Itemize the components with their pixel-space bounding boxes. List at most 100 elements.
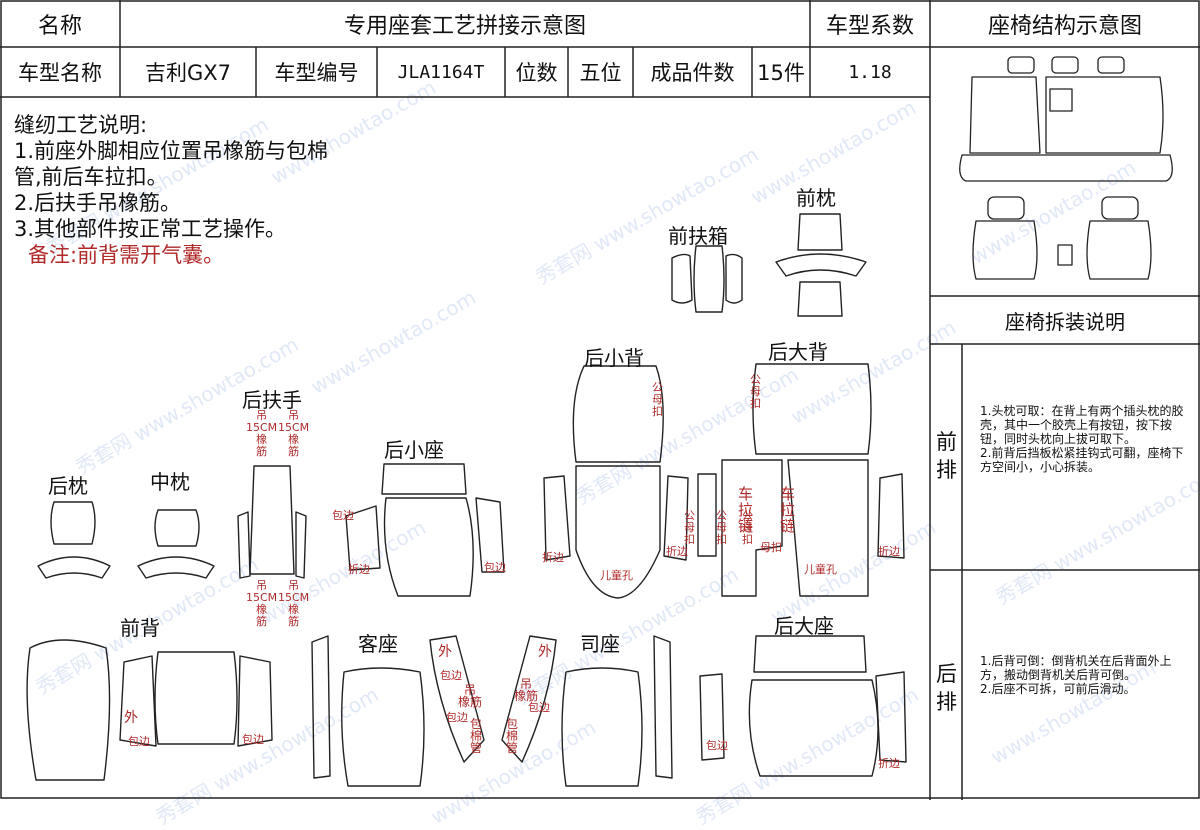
coef-label: 车型系数 [825,13,914,39]
label-front-armrest: 前扶箱 [668,224,728,248]
anno-wrap-edge-b: 包边 [484,561,506,574]
label-rear-small-seat: 后小座 [384,438,444,462]
anno-fold-edge-c: 折边 [666,545,688,558]
piece-rear-armrest-side-right [295,511,307,579]
diagram-label: 座椅结构示意图 [987,13,1142,39]
anno-zipper-a: 车 拉 链 [738,485,754,535]
piece-rear-pillow-base [37,556,111,579]
anno-child-hole-b: 儿童孔 [804,563,837,576]
piece-front-pillow-bottom [797,281,843,317]
piece-rear-big-seat-side-left [699,673,725,761]
piece-driver-seat-wing [653,635,673,779]
anno-wrap-edge-a: 包边 [332,509,354,522]
piece-front-armrest-right [725,253,743,304]
disassembly-label: 座椅拆装说明 [1005,309,1125,334]
notes-line-2: 管,前后车拉扣。 [14,165,168,189]
model-name-label: 车型名称 [18,61,102,85]
piece-rear-big-back-side-right [877,473,905,559]
rear-row-label: 后 排 [936,662,957,714]
anno-cotton-tube-2: 包 棉 管 [506,717,519,755]
piece-rear-small-back [572,365,664,463]
piece-rear-big-back-side-left [697,473,717,557]
anno-cotton-tube: 包 棉 管 [470,717,483,755]
piece-rear-big-seat-side-right [875,671,907,763]
anno-fold-edge-a: 折边 [348,563,370,576]
piece-rear-small-seat [383,497,474,597]
anno-hang-elastic-3: 吊 15CM 橡 筋 [246,579,278,628]
label-passenger-seat: 客座 [358,632,398,656]
anno-hang-elastic-1: 吊 15CM 橡 筋 [246,409,278,458]
anno-child-hole-a: 儿童孔 [600,569,633,582]
piece-driver-seat [561,667,643,787]
label-driver-seat: 司座 [580,632,620,656]
piece-rear-armrest-side-left [237,511,251,579]
label-front-back: 前背 [120,616,160,640]
anno-wrap-edge-g: 包边 [528,701,550,714]
piece-rear-big-seat-top [753,635,867,673]
piece-rear-small-seat-top [381,463,467,495]
anno-fold-edge-b: 折边 [542,551,564,564]
piece-rear-big-back [752,363,872,455]
piece-rear-big-seat [748,679,879,777]
anno-hang-rubber-2: 吊 橡筋 [514,677,539,703]
anno-fold-edge-e: 折边 [878,757,900,770]
coef-value: 1.18 [848,61,892,83]
anno-snap-d: 公 母 扣 [716,509,727,546]
piece-rear-armrest [249,465,295,575]
front-row-instructions: 1.头枕可取：在背上有两个插头枕的胶壳，其中一个胶壳上有按钮，按下按钮，同时头枕… [980,404,1184,474]
model-no-label: 车型编号 [274,61,359,85]
label-rear-armrest: 后扶手 [242,388,302,412]
seats-value: 五位 [579,61,622,85]
sewing-notes: 缝纫工艺说明: 1.前座外脚相应位置吊橡筋与包棉 管,前后车拉扣。 2.后扶手吊… [14,112,328,268]
pattern-pieces [26,213,907,787]
piece-rear-small-back-side-left [543,475,571,561]
anno-wrap-edge-d: 包边 [242,733,264,746]
anno-outer-a: 外 [124,710,138,726]
piece-rear-small-back-bottom [575,465,661,599]
page-title: 专用座套工艺拼接示意图 [343,13,586,39]
piece-front-pillow-top [797,213,843,251]
piece-passenger-seat [341,667,425,787]
piece-front-back-left-wing [119,655,157,747]
anno-hang-elastic-2: 吊 15CM 橡 筋 [278,409,310,458]
piece-front-armrest-left [671,253,693,304]
anno-wrap-edge-f: 包边 [446,711,468,724]
notes-line-1: 1.前座外脚相应位置吊橡筋与包棉 [14,139,329,163]
piece-rear-small-back-side-right [663,475,689,561]
piece-front-pillow-mid [775,253,867,277]
seats-label: 位数 [515,61,558,85]
piece-rear-pillow [50,501,96,545]
table-grid [0,0,1200,800]
label-rear-pillow: 后枕 [48,474,88,498]
anno-female-snap: 母扣 [760,541,782,554]
piece-front-back-center [154,651,238,745]
anno-fold-edge-d: 折边 [878,545,900,558]
rear-row-instructions: 1.后背可倒：倒背机关在后背面外上方，搬动倒背机关后背可倒。 2.后座不可拆，可… [980,654,1172,696]
label-rear-small-back: 后小背 [584,346,644,370]
anno-outer-b: 外 [438,644,452,660]
front-row-label: 前 排 [936,430,957,482]
piece-front-back-right-wing [237,655,273,747]
notes-line-3: 2.后扶手吊橡筋。 [14,191,182,215]
anno-snap-e: 公 母 扣 [742,509,753,546]
piece-rear-big-back-left [721,459,783,597]
label-front-pillow: 前枕 [796,186,836,210]
piece-passenger-seat-side [429,635,485,763]
piece-driver-seat-side [501,635,557,763]
piece-front-back [26,639,111,781]
piece-mid-pillow [154,509,200,547]
anno-snap-b: 公 母 扣 [750,373,761,410]
piece-mid-pillow-base [137,556,215,579]
notes-heading: 缝纫工艺说明: [14,113,148,137]
label-mid-pillow: 中枕 [150,470,190,494]
notes-remark: 备注:前背需开气囊。 [28,243,225,267]
piece-rear-big-back-right [787,459,869,597]
model-no-value: JLA1164T [397,61,485,83]
pieces-value: 15件 [757,61,805,85]
anno-outer-c: 外 [538,644,552,660]
model-name-value: 吉利GX7 [144,61,232,85]
anno-wrap-edge-c: 包边 [128,735,150,748]
anno-wrap-edge-h: 包边 [706,739,728,752]
seat-structure-diagram [959,56,1173,280]
